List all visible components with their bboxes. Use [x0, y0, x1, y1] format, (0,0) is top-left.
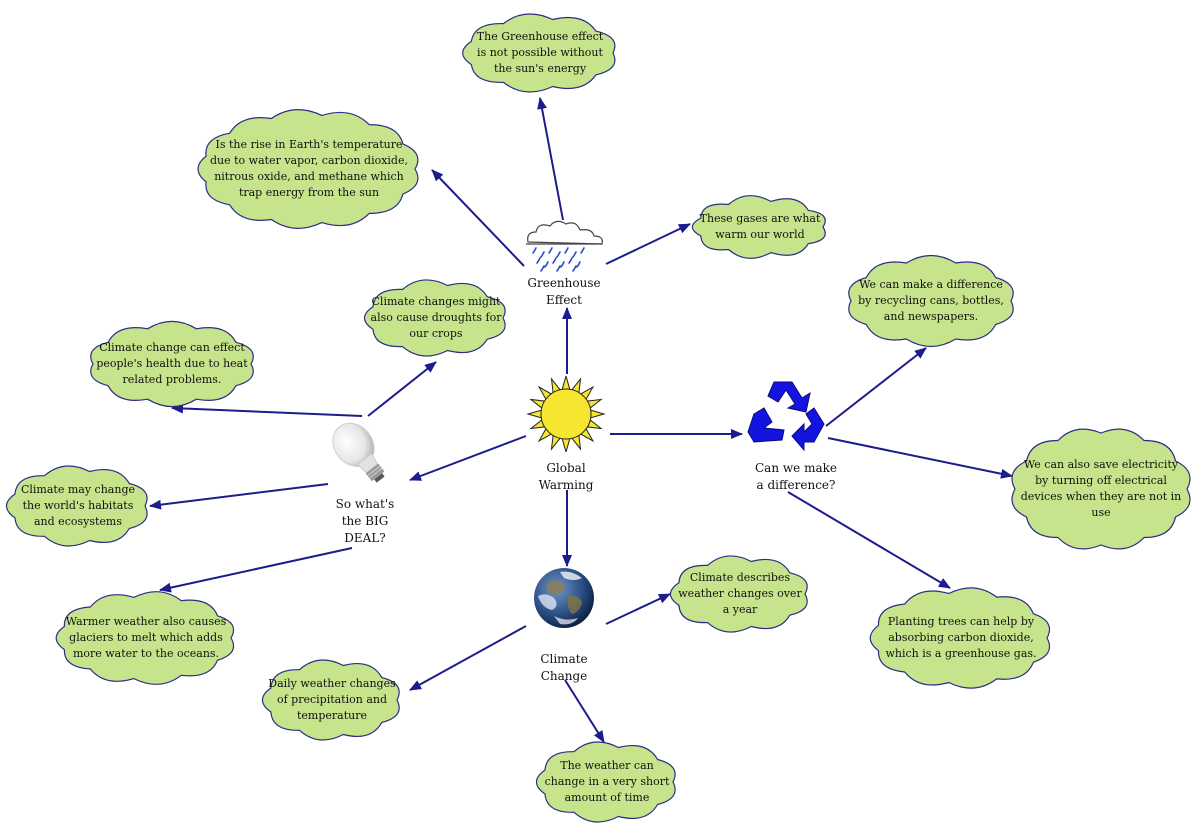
- arrow-greenhouse-to-gases: [605, 223, 691, 265]
- cloud-shape: [535, 741, 676, 823]
- arrow-bigdeal-to-droughts: [367, 361, 437, 417]
- cloud-shape: [869, 587, 1051, 689]
- cloud-shape: [261, 659, 400, 741]
- rain-cloud-icon: [526, 220, 603, 272]
- cloud-outline: [669, 555, 808, 633]
- light-bulb-icon: [332, 422, 385, 483]
- cloud-shape: [5, 465, 148, 547]
- sun-icon: [526, 376, 606, 452]
- cloud-shape: [848, 254, 1014, 348]
- cloud-shape: [691, 195, 826, 259]
- arrow-bigdeal-to-glaciers: [159, 547, 353, 593]
- arrow-gw-to-big-deal: [409, 435, 527, 481]
- cloud-outline: [363, 279, 506, 357]
- arrow-greenhouse-to-rise: [431, 169, 525, 267]
- cloud-shape: [197, 109, 419, 229]
- cloud-outline: [261, 659, 400, 741]
- arrow-bigdeal-to-habitats: [149, 483, 329, 510]
- cloud-shape: [363, 279, 506, 357]
- cloud-outline: [90, 320, 254, 408]
- cloud-outline: [5, 465, 148, 547]
- arrow-climate-to-daily: [409, 625, 527, 691]
- arrow-difference-to-trees: [787, 491, 951, 589]
- recycle-icon: [747, 381, 825, 452]
- cloud-outline: [55, 591, 235, 685]
- arrow-difference-to-electricity: [827, 437, 1013, 479]
- cloud-outline: [197, 109, 419, 229]
- cloud-outline: [848, 254, 1014, 348]
- arrow-climate-to-short: [564, 679, 605, 743]
- earth-icon: [534, 568, 594, 628]
- cloud-outline: [535, 741, 676, 823]
- cloud-outline: [462, 13, 616, 93]
- cloud-shape: [1011, 428, 1191, 550]
- cloud-outline: [691, 195, 826, 259]
- arrow-greenhouse-to-sun: [537, 97, 564, 221]
- arrow-climate-to-describes: [605, 593, 671, 625]
- cloud-shape: [462, 13, 616, 93]
- cloud-shape: [55, 591, 235, 685]
- arrow-difference-to-recycling: [825, 347, 927, 427]
- cloud-outline: [1011, 428, 1191, 550]
- cloud-shape: [90, 320, 254, 408]
- arrow-bigdeal-to-health: [171, 403, 363, 417]
- cloud-outline: [869, 587, 1051, 689]
- cloud-shape: [669, 555, 808, 633]
